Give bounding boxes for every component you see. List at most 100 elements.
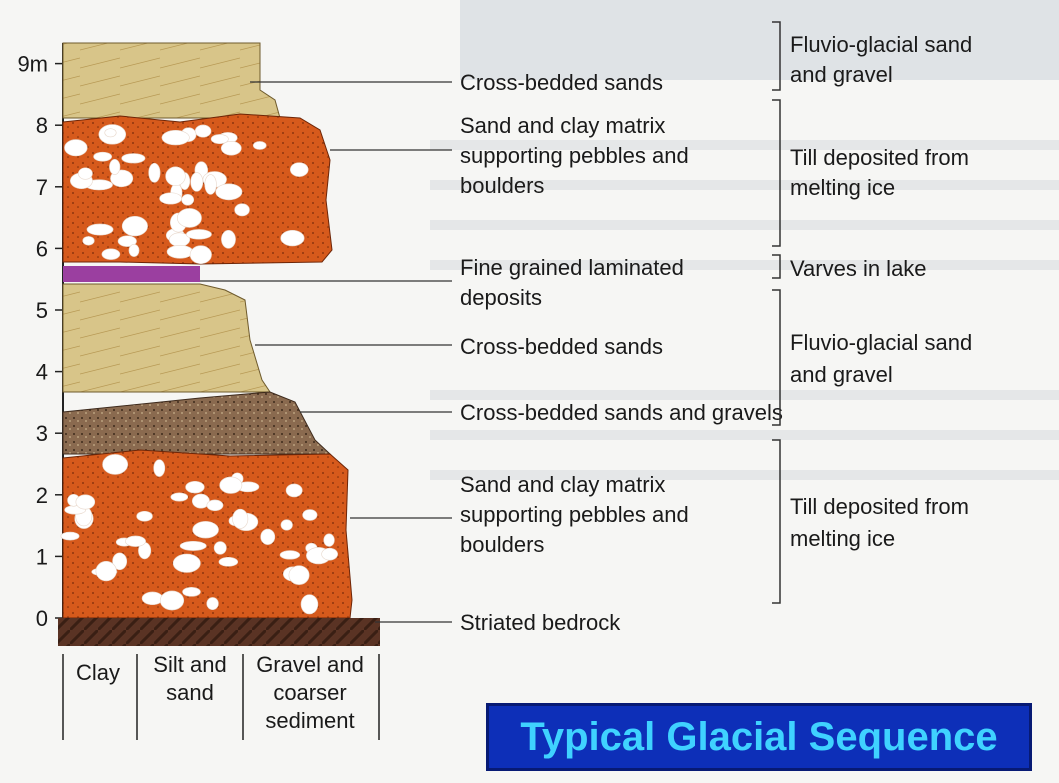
pebble xyxy=(153,459,166,477)
label-till-upper-line3: boulders xyxy=(460,173,544,198)
pebble xyxy=(109,159,121,175)
pebble xyxy=(112,552,128,571)
pebble xyxy=(323,533,335,547)
pebble xyxy=(186,229,212,240)
pebble xyxy=(219,476,243,494)
pebble xyxy=(172,553,201,573)
column-gravel-line3: sediment xyxy=(265,708,354,733)
pebble xyxy=(234,203,250,217)
column-silt-line1: Silt and xyxy=(153,652,226,677)
pebble xyxy=(101,248,121,260)
axis-tick-label: 5 xyxy=(36,298,48,323)
pebble xyxy=(220,140,242,156)
pebble xyxy=(121,153,146,164)
layer-striated-bedrock xyxy=(58,618,380,646)
pebble xyxy=(161,130,190,146)
env-varves: Varves in lake xyxy=(790,256,927,281)
pebble xyxy=(95,561,117,582)
label-fine-line1: Fine grained laminated xyxy=(460,255,684,280)
pebble xyxy=(165,166,186,187)
pebble xyxy=(78,167,93,180)
grain-size-columns: Clay Silt and sand Gravel and coarser se… xyxy=(62,652,380,740)
label-till-lower-line2: supporting pebbles and xyxy=(460,502,689,527)
label-till-upper-line1: Sand and clay matrix xyxy=(460,113,665,138)
label-fine-line2: deposits xyxy=(460,285,542,310)
pebble xyxy=(218,556,239,567)
background-slide xyxy=(430,0,1059,480)
layer-cross-bedded-sands-mid xyxy=(62,283,271,393)
label-till-lower-line3: boulders xyxy=(460,532,544,557)
pebble xyxy=(260,528,276,545)
env-fluvio-mid-line2: and gravel xyxy=(790,362,893,387)
pebble xyxy=(177,208,202,228)
pebble xyxy=(128,243,140,257)
pebble xyxy=(117,235,137,247)
pebble xyxy=(206,597,219,610)
label-cross-bedded-mid: Cross-bedded sands xyxy=(460,334,663,359)
pebble xyxy=(125,535,146,547)
pebble xyxy=(104,128,117,138)
layer-labels: Cross-bedded sands Sand and clay matrix … xyxy=(460,70,783,635)
column-gravel-line1: Gravel and xyxy=(256,652,364,677)
pebble xyxy=(64,139,88,157)
leader-lines xyxy=(200,81,452,623)
pebble xyxy=(93,151,112,162)
pebble xyxy=(182,587,201,597)
pebble xyxy=(189,245,212,264)
layer-cross-bedded-sands-top xyxy=(62,42,281,119)
pebble xyxy=(289,162,309,177)
layer-cross-bedded-sands-gravels xyxy=(62,391,332,455)
pebbles xyxy=(60,124,338,615)
pebble xyxy=(280,229,305,247)
env-fluvio-top-line2: and gravel xyxy=(790,62,893,87)
pebble xyxy=(288,565,310,585)
pebble xyxy=(181,194,195,206)
pebble xyxy=(148,162,161,183)
pebble xyxy=(192,521,219,539)
pebble xyxy=(213,541,227,555)
env-till-upper-line2: melting ice xyxy=(790,175,895,200)
axis-tick-label: 1 xyxy=(36,544,48,569)
pebble xyxy=(210,134,229,145)
axis-tick-label: 4 xyxy=(36,360,48,385)
env-till-upper-line1: Till deposited from xyxy=(790,145,969,170)
pebble xyxy=(221,230,236,249)
label-sands-gravels: Cross-bedded sands and gravels xyxy=(460,400,783,425)
axis-tick-label: 0 xyxy=(36,606,48,631)
env-till-lower-line1: Till deposited from xyxy=(790,494,969,519)
env-fluvio-mid-line1: Fluvio-glacial sand xyxy=(790,330,972,355)
label-cross-bedded-top: Cross-bedded sands xyxy=(460,70,663,95)
axis-tick-label: 3 xyxy=(36,421,48,446)
pebble xyxy=(204,174,217,195)
column-clay: Clay xyxy=(76,660,120,685)
pebble xyxy=(121,216,148,237)
axis-tick-label: 2 xyxy=(36,483,48,508)
env-till-lower-line2: melting ice xyxy=(790,526,895,551)
label-till-lower-line1: Sand and clay matrix xyxy=(460,472,665,497)
pebble xyxy=(285,483,303,498)
column-silt-line2: sand xyxy=(166,680,214,705)
pebble xyxy=(215,183,243,201)
pebble xyxy=(86,223,114,236)
env-fluvio-top-line1: Fluvio-glacial sand xyxy=(790,32,972,57)
pebble xyxy=(300,594,319,615)
pebble xyxy=(60,531,80,541)
pebble xyxy=(302,509,318,521)
pebble xyxy=(141,591,164,606)
column-gravel-line2: coarser xyxy=(273,680,346,705)
pebble xyxy=(159,590,185,611)
pebble xyxy=(82,236,95,246)
pebble xyxy=(185,481,205,494)
pebble xyxy=(206,499,224,511)
layer-laminated-deposits xyxy=(63,266,200,282)
pebble xyxy=(102,454,129,475)
axis-tick-label: 9m xyxy=(17,52,48,77)
pebble xyxy=(166,244,194,259)
banner-title: Typical Glacial Sequence xyxy=(486,703,1032,771)
pebble xyxy=(280,519,293,531)
pebble xyxy=(170,492,189,502)
axis-tick-label: 6 xyxy=(36,236,48,261)
pebble xyxy=(252,141,267,150)
